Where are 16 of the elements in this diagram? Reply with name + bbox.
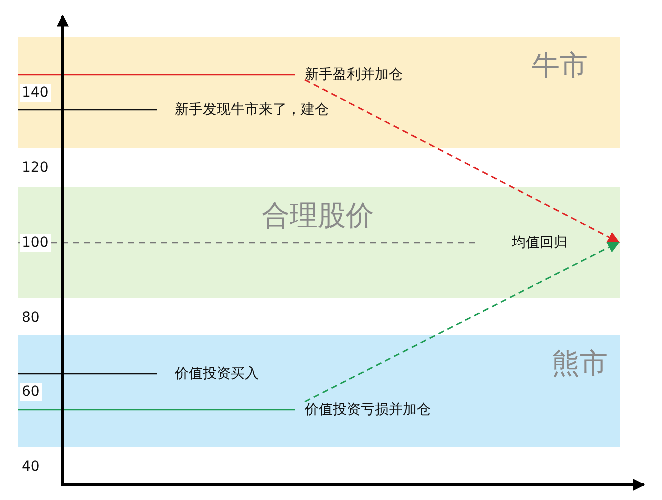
axis-tick-label: 100 <box>20 234 51 252</box>
band-title: 熊市 <box>552 350 608 378</box>
bull-market-band <box>18 37 620 148</box>
band-title: 牛市 <box>532 52 588 80</box>
bear-market-band <box>18 335 620 447</box>
trend-arrow <box>304 79 620 244</box>
annotation-text: 价值投资亏损并加仓 <box>305 401 431 419</box>
annotation-text: 新手发现牛市来了，建仓 <box>175 101 329 119</box>
band-title: 合理股价 <box>262 202 374 230</box>
fair-price-band <box>18 187 620 298</box>
trend-arrow <box>304 242 620 403</box>
annotation-text: 新手盈利并加仓 <box>305 66 403 84</box>
axis-tick-label: 140 <box>20 84 51 102</box>
axis-tick-label: 60 <box>20 383 42 401</box>
annotation-text: 价值投资买入 <box>175 365 259 383</box>
annotation-text: 均值回归 <box>512 234 568 252</box>
